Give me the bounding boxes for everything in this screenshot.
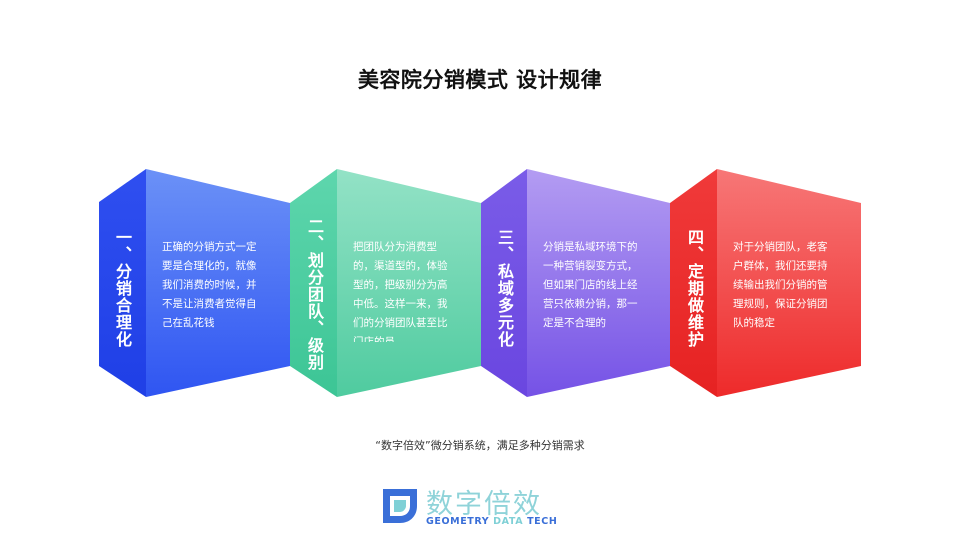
caption: “数字倍效”微分销系统，满足多种分销需求 bbox=[375, 439, 585, 452]
block-1-text: 正确的分销方式一定要是合理化的，就像我们消费的时候，并不是让消费者觉得自己在乱花… bbox=[162, 241, 257, 329]
logo-mark-icon bbox=[383, 489, 417, 523]
block-1-front bbox=[146, 169, 290, 397]
block-4-front bbox=[717, 169, 861, 397]
logo-en-geometry: GEOMETRY bbox=[426, 516, 494, 527]
block-2-text: 把团队分为消费型的，渠道型的，体验型的，把级别分为高中低。这样一来，我们的分销团… bbox=[353, 241, 448, 342]
block-3-text: 分销是私域环境下的一种营销裂变方式，但如果门店的线上经营只依赖分销，那一定是不合… bbox=[543, 241, 638, 329]
block-2-front bbox=[337, 169, 481, 397]
block-1-label: 一、分销合理化 bbox=[113, 228, 132, 348]
block-2-label: 二、划分团队、级别 bbox=[305, 217, 324, 371]
logo-en-tech: TECH bbox=[523, 516, 558, 527]
brand-logo: 数字倍效 GEOMETRY DATA TECH bbox=[380, 482, 580, 532]
logo-en-data: DATA bbox=[493, 516, 524, 527]
block-1-side bbox=[99, 169, 146, 397]
logo-chinese-text: 数字倍效 bbox=[426, 489, 542, 520]
block-4-label: 四、定期做维护 bbox=[685, 228, 704, 348]
block-3-side bbox=[481, 169, 527, 397]
block-2-side bbox=[290, 169, 337, 397]
block-4-text: 对于分销团队，老客户群体，我们还要持续输出我们分销的管理规则，保证分销团队的稳定 bbox=[733, 241, 828, 329]
block-4-side bbox=[670, 169, 717, 397]
logo-english-text: GEOMETRY DATA TECH bbox=[426, 516, 557, 527]
block-3-front bbox=[527, 169, 670, 397]
page-title: 美容院分销模式 设计规律 bbox=[357, 68, 603, 92]
block-3-label: 三、私域多元化 bbox=[495, 228, 514, 348]
